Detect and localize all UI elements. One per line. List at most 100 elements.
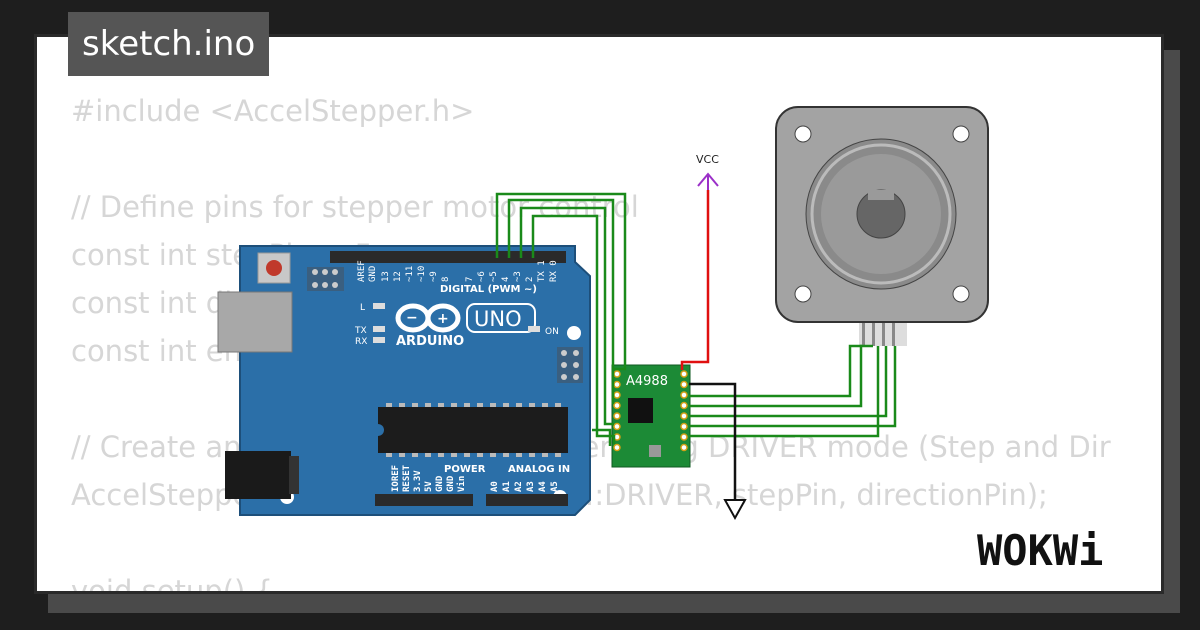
power-pin-label: Vin [456,476,467,492]
driver-label: A4988 [626,374,668,389]
vcc-label: VCC [696,153,719,166]
digital-pin-label: TX 1 [537,260,547,282]
digital-pin-label: ~5 [489,271,499,282]
digital-header [330,251,566,263]
chip-pin [503,453,509,457]
mounting-hole [567,326,581,340]
power-pin-label: RESET [402,464,412,492]
power-pin-label: 3.3V [413,470,423,492]
arduino-logo: − + [395,303,461,333]
a4988-driver[interactable]: A4988 [611,364,691,468]
power-pin-label: 5V [424,481,434,492]
driver-pin[interactable] [613,443,621,452]
chip-pin [516,453,522,457]
chip-pin [464,403,470,407]
led-label-l: L [360,303,365,313]
chip-pin [529,403,535,407]
driver-pin[interactable] [680,370,688,378]
chip-pin [542,453,548,457]
analog-pin-label: A3 [526,481,536,492]
code-line: void setup() { [71,574,273,594]
analog-pin-label: A1 [502,481,512,492]
power-jack [225,451,291,499]
power-pin-label: GND [435,475,445,492]
chip-pin [490,453,496,457]
chip-pin [399,453,405,457]
chip-pin [503,403,509,407]
digital-pin-label: RX 0 [549,260,559,282]
chip-pin [490,403,496,407]
chip-pin [529,453,535,457]
driver-pin[interactable] [613,380,621,389]
digital-pin-label: 2 [525,277,535,282]
vcc-symbol: VCC [696,153,719,190]
led-l [373,303,385,309]
driver-pin[interactable] [680,422,688,431]
driver-pin[interactable] [680,401,688,410]
file-tab[interactable]: sketch.ino [68,12,270,76]
usb-port [217,291,293,353]
analog-pin-label: A5 [550,481,560,492]
digital-pin-label: 4 [501,277,511,282]
analog-header [486,494,568,506]
driver-pin[interactable] [613,401,621,410]
board-brand: ARDUINO [396,334,464,349]
chip-pin [464,453,470,457]
svg-text:−: − [406,310,418,326]
driver-pin[interactable] [613,391,621,399]
chip-pin [451,403,457,407]
chip-pin [516,403,522,407]
icsp-header [307,267,344,291]
chip-pin [555,403,561,407]
stepper-motor[interactable] [775,106,989,346]
chip-pin [425,453,431,457]
driver-pin[interactable] [613,370,621,378]
analog-pin-label: A0 [490,481,500,492]
board-model: UNO [474,307,522,331]
driver-pin[interactable] [680,380,688,389]
digital-pin-label: AREF [357,260,367,282]
chip-pin [438,403,444,407]
driver-pin[interactable] [613,422,621,431]
chip-pin [477,403,483,407]
code-line: #include <AccelStepper.h> [71,94,475,128]
ground-symbol [723,499,747,521]
chip-pin [386,403,392,407]
digital-pin-label: 13 [381,271,391,282]
chip-pin [399,403,405,407]
digital-pin-label: ~10 [417,266,427,282]
driver-pin[interactable] [680,412,688,420]
digital-pin-label: ~6 [477,271,487,282]
analog-pin-label: A4 [538,481,548,492]
analog-label: ANALOG IN [508,464,570,475]
chip-pin [477,453,483,457]
chip-pin [412,403,418,407]
digital-label: DIGITAL (PWM ~) [440,284,537,295]
power-label: POWER [444,464,486,475]
digital-pin-label: 12 [393,271,403,282]
chip-pin [542,403,548,407]
digital-pin-label: ~3 [513,271,523,282]
driver-pin[interactable] [680,391,688,399]
chip-pin [451,453,457,457]
digital-pin-label: GND [368,266,378,282]
wokwi-logo: WOKWi [977,526,1103,575]
analog-pin-label: A2 [514,481,524,492]
driver-pin[interactable] [680,443,688,452]
digital-pin-label: 8 [441,277,451,282]
led-label-rx: RX [355,337,367,347]
chip-pin [555,453,561,457]
svg-text:+: + [437,311,449,327]
driver-pin[interactable] [613,412,621,420]
digital-pin-label: 7 [465,277,475,282]
chip-pin [425,403,431,407]
led-on [528,326,540,332]
led-label-tx: TX [354,326,367,336]
driver-pin[interactable] [680,433,688,441]
power-pin-label: IOREF [391,465,401,492]
power-header [375,494,473,506]
wires [495,190,897,500]
digital-pin-label: ~11 [405,266,415,282]
